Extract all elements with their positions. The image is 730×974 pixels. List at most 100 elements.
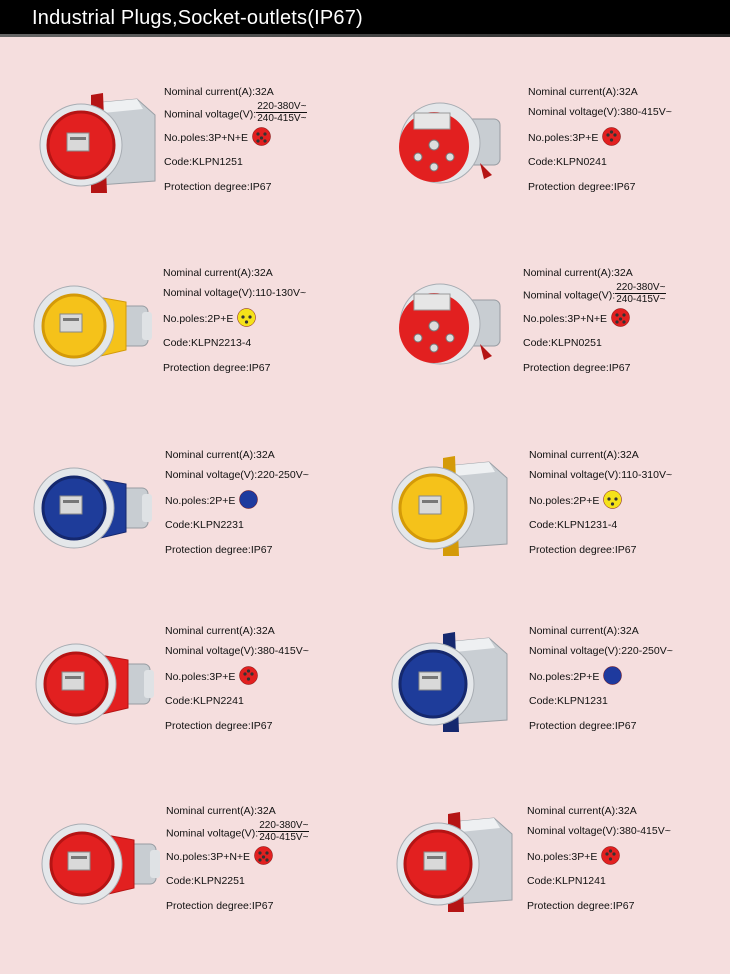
code-value: KLPN1231 <box>557 695 608 707</box>
three-pin-yellow-icon <box>603 490 623 509</box>
product-card: Nominal current(A):32A Nominal voltage(V… <box>380 85 730 255</box>
header-bar: Industrial Plugs,Socket-outlets(IP67) <box>0 0 730 36</box>
poles-row: No.poles:2P+E <box>165 490 259 509</box>
poles-row: No.poles:3P+N+E <box>164 127 271 146</box>
poles-label: No.poles: <box>523 312 568 325</box>
voltage-label: Nominal voltage(V): <box>165 645 258 657</box>
code-row: Code:KLPN1231-4 <box>529 518 617 532</box>
code-label: Code: <box>523 337 552 349</box>
voltage-value: 110-310V~ <box>621 469 673 481</box>
wall-socket-red-image <box>33 85 163 205</box>
product-card: Nominal current(A):32A Nominal voltage(V… <box>38 804 398 974</box>
protection-row: Protection degree:IP67 <box>165 543 272 557</box>
code-row: Code:KLPN2251 <box>166 874 245 888</box>
code-row: Code:KLPN1251 <box>164 155 243 169</box>
code-row: Code:KLPN2231 <box>165 518 244 532</box>
voltage-value-bottom: 240-415V~ <box>257 113 307 124</box>
voltage-value: 380-415V~ <box>619 825 671 837</box>
voltage-value-bottom: 240-415V~ <box>259 832 309 843</box>
code-value: KLPN2241 <box>193 695 244 707</box>
protection-value: IP67 <box>614 720 637 732</box>
voltage-value-top: 220-380V~ <box>258 820 310 832</box>
current-label: Nominal current(A): <box>166 805 258 817</box>
current-value: 32A <box>620 625 639 637</box>
voltage-value: 110-130V~ <box>255 287 307 299</box>
code-value: KLPN0251 <box>551 337 602 349</box>
wall-socket-red-image <box>390 804 520 924</box>
code-row: Code:KLPN1231 <box>529 694 608 708</box>
current-row: Nominal current(A):32A <box>527 804 637 818</box>
voltage-row: Nominal voltage(V):380-415V~ <box>528 105 672 119</box>
protection-value: IP67 <box>608 362 631 374</box>
voltage-value-top: 220-380V~ <box>615 282 667 294</box>
four-pin-red-icon <box>602 127 622 146</box>
current-value: 32A <box>254 267 273 279</box>
poles-row: No.poles:2P+E <box>529 490 623 509</box>
voltage-label: Nominal voltage(V): <box>165 469 258 481</box>
connector-yellow-image <box>30 266 160 386</box>
protection-value: IP67 <box>250 544 273 556</box>
product-card: Nominal current(A):32A Nominal voltage(V… <box>390 804 730 974</box>
protection-row: Protection degree:IP67 <box>527 899 634 913</box>
current-label: Nominal current(A): <box>523 267 615 279</box>
protection-value: IP67 <box>251 900 274 912</box>
voltage-row: Nominal voltage(V):380-415V~ <box>165 644 309 658</box>
poles-row: No.poles:3P+E <box>165 666 259 685</box>
voltage-value: 380-415V~ <box>620 106 672 118</box>
current-label: Nominal current(A): <box>529 449 621 461</box>
current-value: 32A <box>256 625 275 637</box>
voltage-row: Nominal voltage(V):220-380V~240-415V~ <box>166 820 310 843</box>
poles-label: No.poles: <box>165 670 210 683</box>
voltage-value: 220-250V~ <box>621 645 673 657</box>
current-value: 32A <box>257 805 276 817</box>
protection-value: IP67 <box>613 181 636 193</box>
poles-label: No.poles: <box>529 670 574 683</box>
three-pin-blue-icon <box>239 490 259 509</box>
code-value: KLPN2251 <box>194 875 245 887</box>
poles-value: 2P+E <box>573 494 600 507</box>
voltage-row: Nominal voltage(V):220-250V~ <box>165 468 309 482</box>
protection-label: Protection degree: <box>529 544 615 556</box>
product-card: Nominal current(A):32A Nominal voltage(V… <box>33 85 393 255</box>
poles-row: No.poles:3P+E <box>528 127 622 146</box>
code-row: Code:KLPN2241 <box>165 694 244 708</box>
voltage-value-top: 220-380V~ <box>256 101 308 113</box>
protection-row: Protection degree:IP67 <box>528 180 635 194</box>
code-label: Code: <box>528 156 557 168</box>
protection-row: Protection degree:IP67 <box>165 719 272 733</box>
poles-value: 3P+E <box>209 670 236 683</box>
poles-row: No.poles:2P+E <box>529 666 623 685</box>
protection-value: IP67 <box>249 181 272 193</box>
connector-red-image <box>32 624 162 744</box>
product-card: Nominal current(A):32A Nominal voltage(V… <box>385 624 730 794</box>
voltage-row: Nominal voltage(V):220-380V~240-415V~ <box>523 282 667 305</box>
code-label: Code: <box>165 695 194 707</box>
protection-label: Protection degree: <box>164 181 250 193</box>
current-row: Nominal current(A):32A <box>523 266 633 280</box>
voltage-label: Nominal voltage(V): <box>527 825 620 837</box>
code-value: KLPN0241 <box>556 156 607 168</box>
code-label: Code: <box>166 875 195 887</box>
code-value: KLPN2231 <box>193 519 244 531</box>
current-row: Nominal current(A):32A <box>165 448 275 462</box>
protection-row: Protection degree:IP67 <box>166 899 273 913</box>
protection-value: IP67 <box>248 362 271 374</box>
current-label: Nominal current(A): <box>165 449 257 461</box>
current-value: 32A <box>255 86 274 98</box>
page-title: Industrial Plugs,Socket-outlets(IP67) <box>32 7 363 29</box>
poles-row: No.poles:3P+N+E <box>523 308 630 327</box>
code-value: KLPN1231-4 <box>557 519 618 531</box>
code-label: Code: <box>527 875 556 887</box>
code-row: Code:KLPN0241 <box>528 155 607 169</box>
current-row: Nominal current(A):32A <box>164 85 274 99</box>
code-value: KLPN1251 <box>192 156 243 168</box>
product-card: Nominal current(A):32A Nominal voltage(V… <box>385 448 730 618</box>
protection-label: Protection degree: <box>165 720 251 732</box>
plug-red-image <box>380 266 510 386</box>
code-row: Code:KLPN2213-4 <box>163 336 251 350</box>
current-label: Nominal current(A): <box>528 86 620 98</box>
poles-value: 3P+E <box>571 850 598 863</box>
current-value: 32A <box>614 267 633 279</box>
connector-blue-image <box>30 448 160 568</box>
protection-label: Protection degree: <box>163 362 249 374</box>
